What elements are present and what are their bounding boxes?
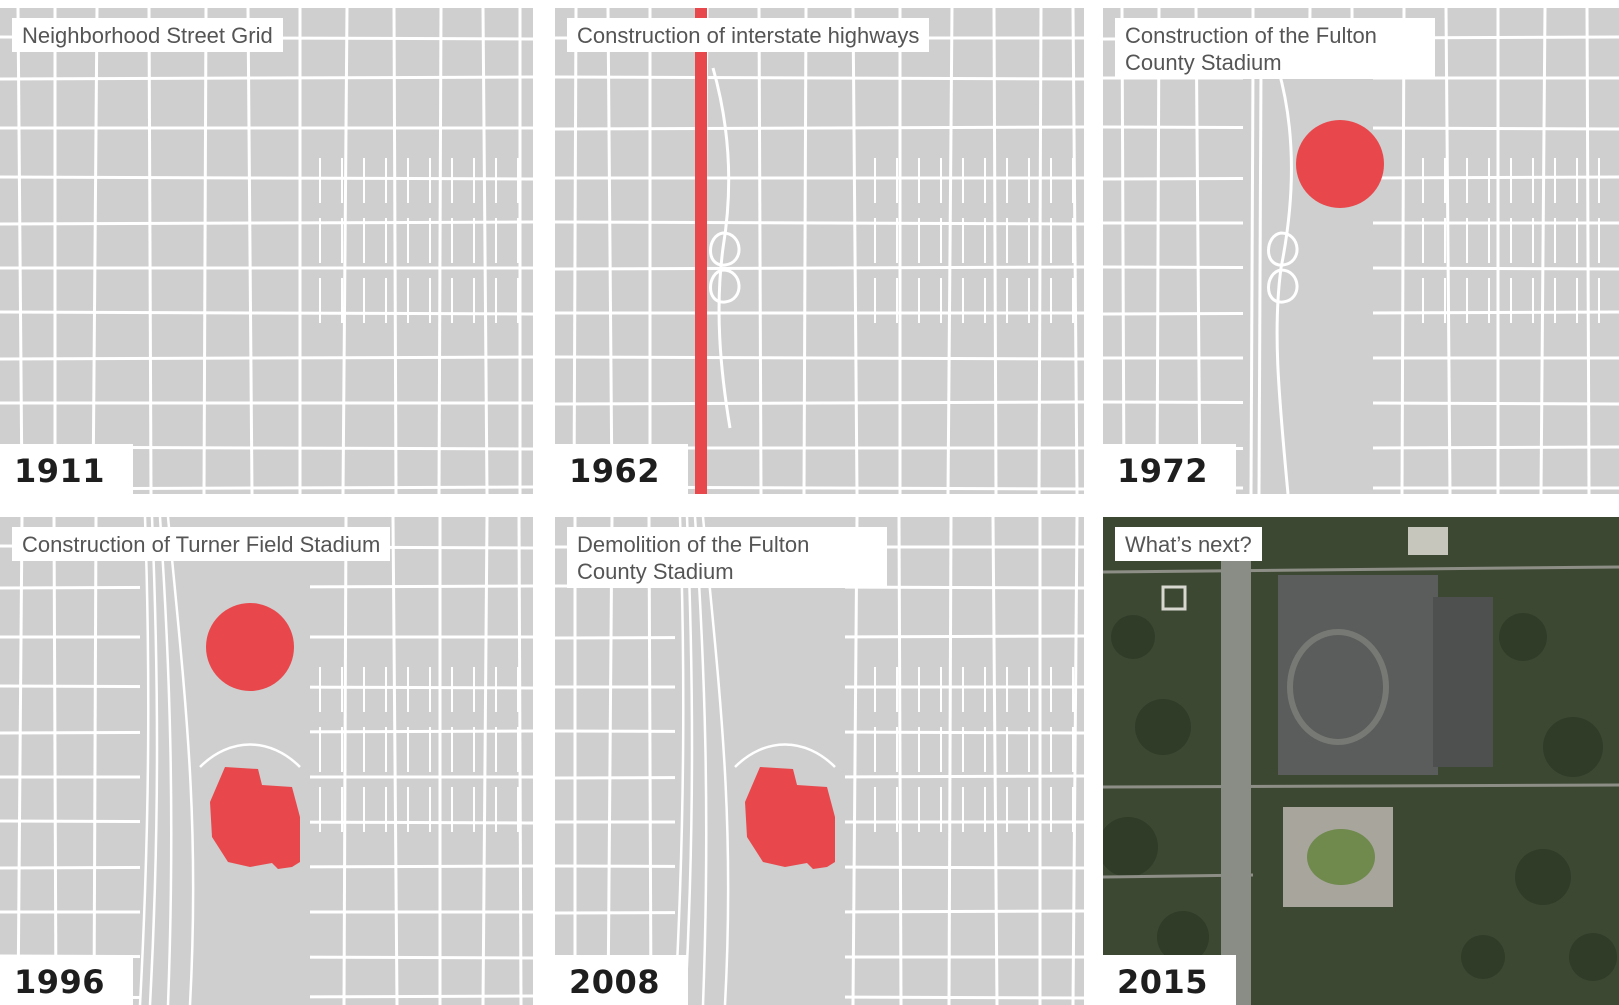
panel-caption: Demolition of the Fulton County Stadium — [567, 527, 887, 588]
map-panel-2008: Demolition of the Fulton County Stadium … — [555, 517, 1084, 1005]
map-panel-1996: Construction of Turner Field Stadium 199… — [0, 517, 533, 1005]
highway-lines — [1249, 67, 1299, 494]
parking-lot — [1278, 575, 1438, 775]
street-grid-map — [555, 8, 1084, 494]
panel-caption: Neighborhood Street Grid — [12, 18, 283, 52]
panel-year: 1996 — [0, 955, 134, 1005]
street-grid-map — [555, 517, 1084, 1005]
map-panel-1962: Construction of interstate highways 1962 — [555, 8, 1084, 494]
highway-lines — [138, 517, 301, 1005]
aerial-photo — [1103, 517, 1619, 1005]
panel-year: 1911 — [0, 444, 134, 494]
former-stadium-outline — [1287, 629, 1389, 745]
panel-caption: Construction of interstate highways — [567, 18, 930, 52]
panel-caption: Construction of the Fulton County Stadiu… — [1115, 18, 1435, 79]
ballfield — [1307, 829, 1375, 885]
street-grid — [0, 8, 533, 494]
map-panel-1911: Neighborhood Street Grid 1911 — [0, 8, 533, 494]
turner-field-stadium — [210, 767, 300, 869]
parking-lot — [1433, 597, 1493, 767]
street-grid — [555, 8, 1084, 494]
map-panel-1972: Construction of the Fulton County Stadiu… — [1103, 8, 1619, 494]
aerial-interstate — [1221, 557, 1251, 1005]
panel-year: 2008 — [555, 955, 689, 1005]
fulton-county-stadium — [1296, 120, 1384, 208]
building-roof — [1161, 585, 1187, 611]
street-grid-map — [0, 8, 533, 494]
tree-canopy — [1103, 613, 1617, 981]
building-roof — [1408, 527, 1448, 555]
panel-year: 1962 — [555, 444, 689, 494]
fulton-county-stadium — [206, 603, 294, 691]
street-grid-map — [0, 517, 533, 1005]
turner-field-stadium — [745, 767, 835, 869]
panel-year: 1972 — [1103, 444, 1237, 494]
panel-year: 2015 — [1103, 955, 1237, 1005]
panel-caption: Construction of Turner Field Stadium — [12, 527, 391, 561]
aerial-panel-2015: What’s next? 2015 — [1103, 517, 1619, 1005]
street-grid-map — [1103, 8, 1619, 494]
panel-caption: What’s next? — [1115, 527, 1262, 561]
highway-ramps — [709, 67, 741, 429]
interstate-highway — [695, 8, 707, 494]
